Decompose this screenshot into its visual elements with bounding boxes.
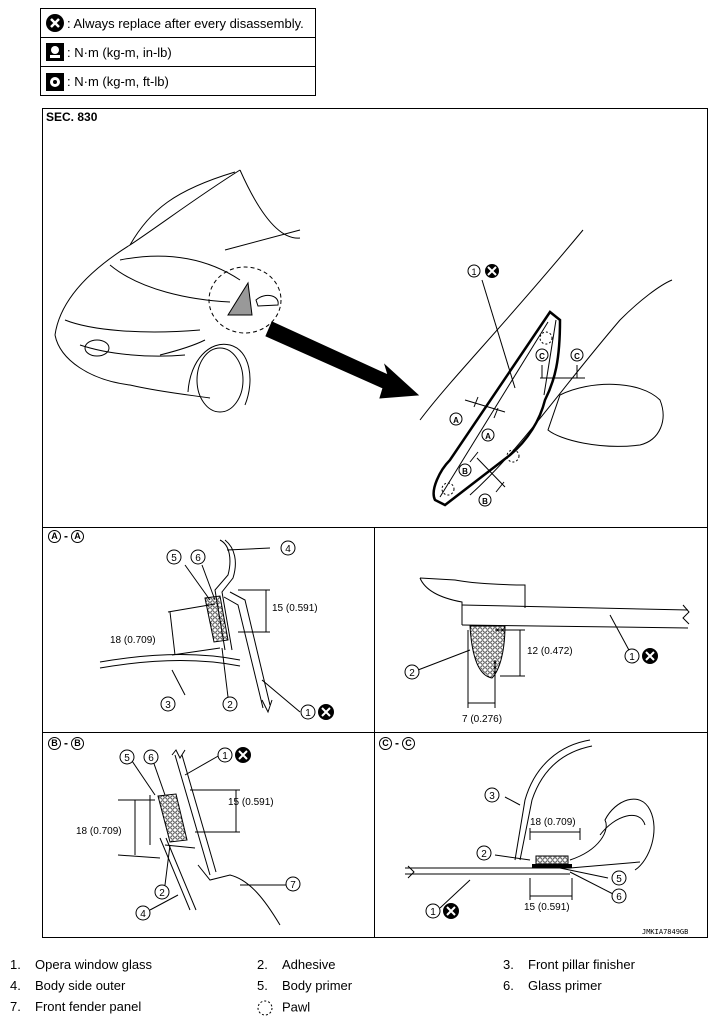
torque-in-lb-icon bbox=[45, 42, 65, 62]
legend-row-replace: : Always replace after every disassembly… bbox=[41, 9, 315, 38]
cc-callout-3: 3 bbox=[484, 787, 500, 803]
svg-text:C: C bbox=[539, 352, 545, 361]
aa-callout-6: 6 bbox=[190, 549, 206, 565]
aa-callout-4: 4 bbox=[280, 540, 296, 556]
aa-callout-2: 2 bbox=[222, 696, 238, 712]
panel-label-aa: A-A bbox=[48, 529, 84, 543]
svg-text:A: A bbox=[485, 432, 491, 441]
part-item: 6.Glass primer bbox=[503, 978, 602, 993]
svg-text:1: 1 bbox=[430, 907, 436, 918]
svg-text:1: 1 bbox=[222, 751, 228, 762]
torque-ft-lb-icon bbox=[45, 72, 65, 92]
svg-text:6: 6 bbox=[195, 553, 201, 564]
svg-text:7 (0.276): 7 (0.276) bbox=[462, 714, 502, 725]
svg-text:4: 4 bbox=[285, 544, 291, 555]
panel-label-bb: B-B bbox=[48, 736, 84, 750]
part-item: 7.Front fender panel bbox=[10, 999, 142, 1014]
diagram-frame bbox=[42, 108, 708, 938]
svg-text:12 (0.472): 12 (0.472) bbox=[527, 646, 573, 657]
part-item: 4.Body side outer bbox=[10, 978, 126, 993]
callout-C-right: C bbox=[570, 348, 584, 362]
svg-text:2: 2 bbox=[409, 668, 415, 679]
pawl-icon bbox=[257, 999, 282, 1017]
svg-text:5: 5 bbox=[171, 553, 177, 564]
bb-callout-2: 2 bbox=[154, 884, 170, 900]
cc-callout-2: 2 bbox=[476, 845, 492, 861]
svg-text:2: 2 bbox=[159, 888, 165, 899]
svg-text:18 (0.709): 18 (0.709) bbox=[110, 635, 156, 646]
svg-text:3: 3 bbox=[165, 700, 171, 711]
divider-middle bbox=[42, 732, 708, 733]
divider-top bbox=[42, 527, 708, 528]
part-item: 1.Opera window glass bbox=[10, 957, 153, 972]
bb-callout-7: 7 bbox=[285, 876, 301, 892]
part-item-pawl: Pawl bbox=[257, 999, 310, 1017]
legend-text-torque-ft-lb: : N·m (kg-m, ft-lb) bbox=[67, 74, 169, 89]
svg-text:6: 6 bbox=[616, 892, 622, 903]
svg-text:5: 5 bbox=[616, 874, 622, 885]
svg-text:1: 1 bbox=[305, 708, 311, 719]
cc-callout-1: 1 bbox=[425, 903, 459, 919]
svg-text:6: 6 bbox=[148, 753, 154, 764]
svg-text:15 (0.591): 15 (0.591) bbox=[228, 797, 274, 808]
cc-callout-6: 6 bbox=[611, 888, 627, 904]
legend-box: : Always replace after every disassembly… bbox=[40, 8, 316, 96]
section-label: SEC. 830 bbox=[46, 110, 98, 124]
bb-callout-6: 6 bbox=[143, 749, 159, 765]
callout-B-right: B bbox=[478, 493, 492, 507]
part-item: 5.Body primer bbox=[257, 978, 353, 993]
aa-callout-3: 3 bbox=[160, 696, 176, 712]
svg-text:3: 3 bbox=[489, 791, 495, 802]
callout-1-overview: 1 bbox=[467, 264, 499, 278]
svg-text:2: 2 bbox=[481, 849, 487, 860]
svg-text:5: 5 bbox=[124, 753, 130, 764]
svg-text:C: C bbox=[574, 352, 580, 361]
legend-row-torque-ft-lb: : N·m (kg-m, ft-lb) bbox=[41, 67, 315, 96]
callout-B-left: B bbox=[458, 463, 472, 477]
svg-text:18 (0.709): 18 (0.709) bbox=[530, 817, 576, 828]
panel-label-cc: C-C bbox=[379, 736, 415, 750]
top-callout-1: 1 bbox=[624, 648, 658, 664]
legend-text-replace: : Always replace after every disassembly… bbox=[67, 15, 304, 31]
legend-row-torque-in-lb: : N·m (kg-m, in-lb) bbox=[41, 38, 315, 67]
aa-callout-5: 5 bbox=[166, 549, 182, 565]
svg-text:1: 1 bbox=[629, 652, 635, 663]
svg-text:A: A bbox=[453, 416, 459, 425]
svg-text:B: B bbox=[462, 467, 468, 476]
bb-callout-1: 1 bbox=[217, 747, 251, 763]
svg-text:1: 1 bbox=[471, 267, 476, 277]
bb-callout-5: 5 bbox=[119, 749, 135, 765]
callout-A-left: A bbox=[449, 412, 463, 426]
svg-text:B: B bbox=[482, 497, 488, 506]
svg-text:7: 7 bbox=[290, 880, 296, 891]
aa-callout-1: 1 bbox=[300, 704, 334, 720]
legend-text-torque-in-lb: : N·m (kg-m, in-lb) bbox=[67, 44, 172, 60]
top-callout-2: 2 bbox=[404, 664, 420, 680]
bb-callout-4: 4 bbox=[135, 905, 151, 921]
diagram-code: JMKIA7849GB bbox=[642, 928, 689, 936]
divider-vertical bbox=[374, 527, 375, 938]
svg-text:2: 2 bbox=[227, 700, 233, 711]
part-item: 3.Front pillar finisher bbox=[503, 957, 635, 972]
replace-x-icon bbox=[45, 13, 65, 33]
cc-callout-5: 5 bbox=[611, 870, 627, 886]
svg-text:18 (0.709): 18 (0.709) bbox=[76, 826, 122, 837]
callout-C-left: C bbox=[535, 348, 549, 362]
svg-text:15 (0.591): 15 (0.591) bbox=[272, 603, 318, 614]
part-item: 2.Adhesive bbox=[257, 957, 336, 972]
svg-text:15 (0.591): 15 (0.591) bbox=[524, 902, 570, 913]
callout-A-right: A bbox=[481, 428, 495, 442]
svg-text:4: 4 bbox=[140, 909, 146, 920]
